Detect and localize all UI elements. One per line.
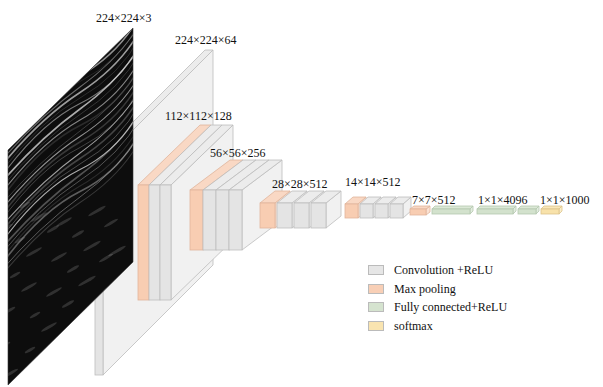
layer-top <box>410 206 430 209</box>
layer-front <box>138 185 149 300</box>
layer-front <box>149 185 160 300</box>
dimension-label: 1×1×1000 <box>540 194 590 206</box>
softmax-layer <box>541 206 562 214</box>
legend-text: Max pooling <box>394 283 456 295</box>
layer-top <box>541 206 562 209</box>
pool-layer <box>410 206 430 215</box>
fc-layer <box>518 206 539 214</box>
dimension-label: 7×7×512 <box>412 194 456 206</box>
image-border <box>8 28 133 385</box>
layer-front <box>216 190 229 250</box>
layer-front <box>190 190 203 250</box>
dimension-label: 224×224×64 <box>175 34 237 46</box>
layer-front <box>477 209 513 214</box>
legend-row: Fully connected+ReLU <box>368 301 507 313</box>
legend-row: Max pooling <box>368 283 456 295</box>
legend-row: softmax <box>368 320 433 332</box>
dimension-label: 1×1×4096 <box>478 194 528 206</box>
dimension-label: 112×112×128 <box>165 110 232 122</box>
conv-layer <box>229 160 282 250</box>
fc-layer <box>432 206 473 214</box>
fc-layer <box>477 206 516 214</box>
legend-swatch <box>368 284 384 294</box>
layer-top <box>477 206 516 209</box>
layer-top <box>518 206 539 209</box>
layer-front <box>260 203 275 228</box>
layer-front <box>432 209 470 214</box>
layer-front <box>311 203 326 228</box>
layer-front <box>229 190 242 250</box>
dimension-label: 224×224×3 <box>96 12 152 24</box>
legend-row: Convolution +ReLU <box>368 264 493 276</box>
layer-front <box>360 204 373 218</box>
layer-front <box>375 204 388 218</box>
dimension-label: 56×56×256 <box>210 147 266 159</box>
layer-top <box>432 206 473 209</box>
layer-front <box>390 204 403 218</box>
layer-front <box>277 203 292 228</box>
dimension-label: 28×28×512 <box>272 178 328 190</box>
layer-front <box>345 204 358 218</box>
legend-swatch <box>368 302 384 312</box>
legend-swatch <box>368 321 384 331</box>
layer-front <box>410 209 426 215</box>
legend-text: softmax <box>394 320 433 332</box>
layer-front <box>294 203 309 228</box>
layer-top <box>390 197 411 204</box>
conv-layer <box>311 191 341 228</box>
legend-text: Convolution +ReLU <box>394 264 493 276</box>
layer-front <box>518 209 536 214</box>
ultrasound-image <box>0 2 140 387</box>
layer-front <box>203 190 216 250</box>
image-texture <box>0 2 140 387</box>
legend-swatch <box>368 265 384 275</box>
layer-front <box>160 185 171 300</box>
layer-top <box>311 191 341 203</box>
layer-front <box>541 209 559 214</box>
legend-text: Fully connected+ReLU <box>394 301 507 313</box>
conv-layer <box>390 197 411 218</box>
dimension-label: 14×14×512 <box>345 176 401 188</box>
